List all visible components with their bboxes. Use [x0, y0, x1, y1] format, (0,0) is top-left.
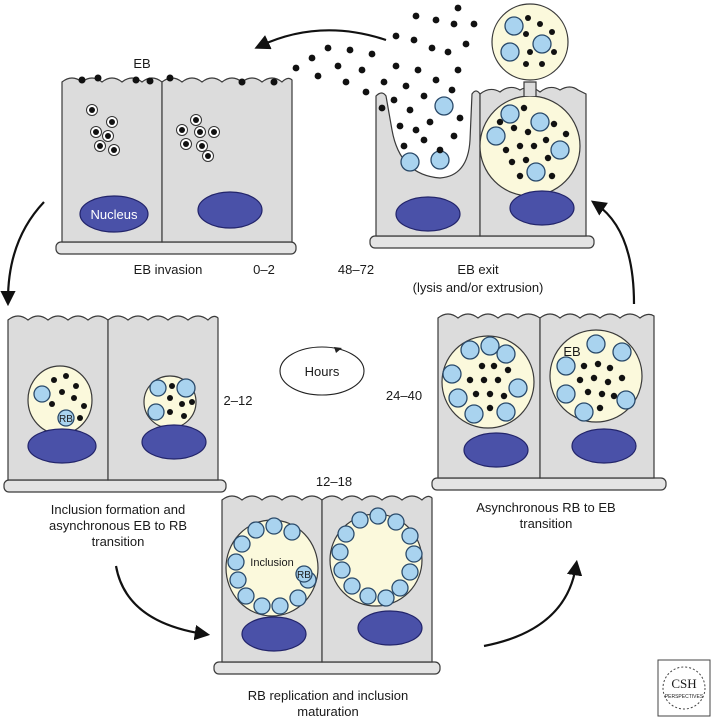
time-label-exit: 48–72 [338, 262, 374, 277]
time-label-invasion: 0–2 [253, 262, 275, 277]
nucleus [463, 432, 529, 468]
arrow-invasion-to-formation [0, 201, 45, 307]
basement-membrane [369, 235, 595, 249]
nucleus [197, 191, 263, 229]
basement-membrane [213, 661, 441, 675]
stage-label-exit-1: EB exit [457, 262, 499, 277]
surface-elementary-bodies [78, 74, 278, 86]
eb-label: EB [563, 344, 580, 359]
nucleus-label: Nucleus [91, 207, 138, 222]
panel-rb-to-eb: EB 24–40 Asynchronous RB to EB transitio… [386, 313, 667, 531]
stage-label-rb-to-eb-2: transition [520, 516, 573, 531]
nucleus [509, 190, 575, 226]
basement-membrane [55, 241, 297, 255]
hours-label: Hours [305, 364, 340, 379]
stage-label-exit-2: (lysis and/or extrusion) [413, 280, 544, 295]
stage-label-rb-to-eb-1: Asynchronous RB to EB [476, 500, 615, 515]
panel-rb-replication: Inclusion RB 12–18 RB replication and in… [213, 474, 441, 719]
basement-membrane [3, 479, 227, 493]
eb-label: EB [133, 56, 150, 71]
arrow-formation-to-replication [114, 565, 211, 641]
nucleus [241, 616, 307, 652]
nucleus [395, 196, 461, 232]
nucleus [357, 610, 423, 646]
stage-label-replication-1: RB replication and inclusion [248, 688, 408, 703]
rb-ring-right [331, 507, 423, 607]
inclusion-label: Inclusion [250, 557, 293, 569]
panel-eb-invasion: Nucleus EB EB invasion 0–2 [55, 56, 297, 277]
stage-label-invasion: EB invasion [134, 262, 203, 277]
nucleus [141, 424, 207, 460]
released-elementary-bodies [292, 4, 478, 172]
time-label-inclusion-formation: 2–12 [224, 393, 253, 408]
arrow-exit-to-invasion [254, 29, 387, 50]
stage-label-inclusion-formation-2: asynchronous EB to RB [49, 518, 187, 533]
nucleus [571, 428, 637, 464]
cycle-arrows [0, 29, 636, 648]
eb-cluster [496, 104, 570, 180]
csh-perspectives-logo: CSH PERSPECTIVES [657, 659, 711, 717]
logo-perspectives: PERSPECTIVES [665, 694, 704, 700]
time-label-rb-to-eb: 24–40 [386, 388, 422, 403]
nucleus [79, 195, 149, 233]
panel-eb-exit: 48–72 EB exit (lysis and/or extrusion) [292, 3, 595, 295]
logo-csh: CSH [671, 676, 696, 691]
stage-label-inclusion-formation-1: Inclusion formation and [51, 502, 185, 517]
arrow-rbeb-to-exit [590, 200, 636, 305]
time-label-replication: 12–18 [316, 474, 352, 489]
host-cell-lysed [375, 90, 481, 237]
rb-ring-left [227, 517, 317, 615]
stage-label-replication-2: maturation [297, 704, 358, 719]
panel-inclusion-formation: RB 2–12 Inclusion formation and asynchro… [3, 315, 253, 549]
hours-indicator: Hours [279, 346, 365, 396]
eb-vesicles-right [176, 114, 220, 162]
eb-vesicles-left [86, 104, 120, 156]
rb-label: RB [297, 570, 311, 581]
extrusion [491, 3, 569, 81]
rb-label: RB [59, 414, 73, 425]
basement-membrane [431, 477, 667, 491]
nucleus [27, 428, 97, 464]
arrow-replication-to-rbeb [483, 559, 583, 648]
stage-label-inclusion-formation-3: transition [92, 534, 145, 549]
